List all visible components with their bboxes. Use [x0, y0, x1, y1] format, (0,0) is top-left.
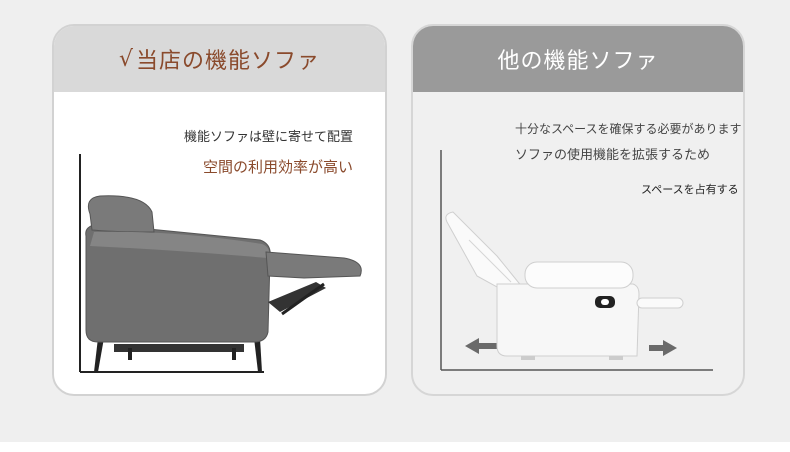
backrest-seam — [468, 239, 512, 283]
sofa-leg-front — [94, 338, 104, 372]
recliner-arm — [281, 282, 325, 316]
space-required-text: 十分なスペースを確保する必要があります — [515, 122, 742, 136]
standard-recliner-illustration — [440, 150, 713, 371]
recliner-armrest — [524, 261, 634, 289]
recliner-mechanism — [268, 282, 326, 312]
other-sofa-header: 他の機能ソファ — [413, 26, 743, 92]
sofa-seat-cushion — [90, 231, 270, 258]
sofa-footrest — [265, 251, 362, 279]
other-sofa-card: 他の機能ソファ 十分なスペースを確保する必要があります ソファの使用機能を拡張す… — [411, 24, 745, 396]
wall-placement-text: 機能ソファは壁に寄せて配置 — [183, 130, 353, 145]
sofa-backrest — [87, 195, 155, 233]
our-sofa-card: √ 当店の機能ソファ 機能ソファは壁に寄せて配置 空間の利用効率が高い — [52, 24, 387, 396]
sofa-leg-small — [232, 348, 236, 360]
sofa-base-bar — [114, 344, 244, 352]
other-sofa-title: 他の機能ソファ — [497, 49, 659, 74]
our-sofa-header: √ 当店の機能ソファ — [54, 26, 385, 92]
recliner-footrest — [636, 297, 684, 309]
sofa-leg-small — [128, 348, 132, 360]
check-mark-icon: √ — [118, 46, 134, 72]
space-occupied-text: スペースを占有する — [641, 183, 739, 196]
bottom-band — [0, 442, 790, 452]
arrow-right-icon — [649, 340, 677, 356]
space-efficiency-text: 空間の利用効率が高い — [202, 158, 353, 176]
recliner-foot — [521, 356, 535, 360]
recliner-body — [496, 283, 640, 357]
function-expansion-text: ソファの使用機能を拡張するため — [515, 148, 711, 163]
recliner-lever-handle — [601, 299, 609, 305]
arrow-left-icon — [465, 338, 497, 354]
sofa-leg-back — [254, 338, 262, 372]
wall-hugger-recliner-illustration — [79, 154, 362, 373]
recliner-foot — [609, 356, 623, 360]
our-sofa-title: 当店の機能ソファ — [136, 49, 321, 74]
